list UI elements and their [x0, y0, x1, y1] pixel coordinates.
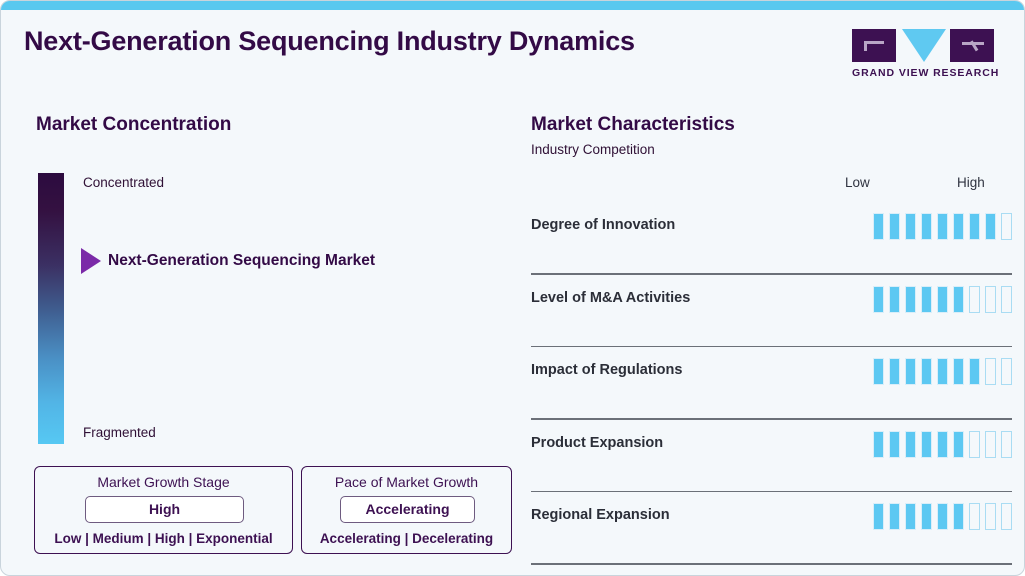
- scale-label-low: Low: [845, 175, 870, 190]
- scale-label-fragmented: Fragmented: [83, 425, 156, 440]
- rating-tick-filled: [953, 430, 964, 458]
- rating-tick-filled: [937, 213, 948, 240]
- rating-tick-filled: [889, 358, 900, 385]
- market-growth-stage-card: Market Growth Stage High Low | Medium | …: [34, 466, 293, 554]
- rating-tick-filled: [921, 285, 932, 313]
- top-accent-bar: [1, 1, 1024, 10]
- rating-tick-filled: [905, 285, 916, 313]
- rating-tick-filled: [889, 503, 900, 530]
- header: Next-Generation Sequencing Industry Dyna…: [1, 10, 1024, 94]
- rating-tick-filled: [969, 358, 980, 385]
- rating-tick-filled: [985, 213, 996, 240]
- rating-tick-empty: [1001, 430, 1012, 458]
- characteristic-label: Degree of Innovation: [531, 217, 676, 233]
- characteristic-label: Regional Expansion: [531, 507, 670, 523]
- market-growth-stage-options: Low | Medium | High | Exponential: [54, 531, 273, 546]
- pace-of-market-growth-heading: Pace of Market Growth: [334, 474, 479, 490]
- rating-tick-filled: [889, 213, 900, 240]
- rating-tick-filled: [953, 503, 964, 530]
- pace-of-market-growth-card: Pace of Market Growth Accelerating Accel…: [301, 466, 512, 554]
- brand-logo: GRAND VIEW RESEARCH: [852, 29, 1000, 85]
- concentration-gradient-scale: [38, 173, 64, 444]
- rating-tick-filled: [937, 358, 948, 385]
- market-characteristics-panel: Market Characteristics Industry Competit…: [513, 94, 1024, 575]
- market-growth-stage-heading: Market Growth Stage: [97, 474, 230, 490]
- rating-tick-filled: [873, 503, 884, 530]
- characteristic-row: Impact of Regulations: [531, 347, 1012, 420]
- rating-tick-filled: [905, 213, 916, 240]
- scale-label-concentrated: Concentrated: [83, 175, 165, 190]
- rating-tick-filled: [953, 213, 964, 240]
- rating-tick-empty: [985, 285, 996, 313]
- row-divider: [531, 563, 1012, 565]
- page-title: Next-Generation Sequencing Industry Dyna…: [24, 26, 635, 56]
- rating-tick-filled: [905, 358, 916, 385]
- logo-r-square-icon: [950, 29, 994, 62]
- characteristic-row: Product Expansion: [531, 420, 1012, 492]
- rating-tick-filled: [937, 285, 948, 313]
- rating-tick-filled: [873, 430, 884, 458]
- logo-g-stem-icon: [864, 41, 867, 51]
- characteristic-rating-bars: [873, 503, 1012, 530]
- rating-tick-filled: [889, 430, 900, 458]
- characteristic-row: Degree of Innovation: [531, 202, 1012, 275]
- logo-marks: [852, 29, 997, 63]
- rating-tick-filled: [921, 213, 932, 240]
- rating-tick-empty: [985, 358, 996, 385]
- logo-v-triangle-icon: [902, 29, 946, 62]
- characteristic-rating-bars: [873, 213, 1012, 240]
- rating-tick-filled: [889, 285, 900, 313]
- rating-tick-empty: [1001, 285, 1012, 313]
- logo-g-bar-icon: [864, 41, 884, 44]
- logo-brand-text: GRAND VIEW RESEARCH: [852, 67, 1000, 79]
- rating-tick-filled: [921, 430, 932, 458]
- rating-tick-filled: [921, 503, 932, 530]
- characteristic-rating-bars: [873, 358, 1012, 385]
- rating-tick-empty: [1001, 213, 1012, 240]
- characteristic-rating-bars: [873, 285, 1012, 313]
- characteristic-row: Level of M&A Activities: [531, 275, 1012, 347]
- market-concentration-panel: Market Concentration Concentrated Fragme…: [1, 94, 513, 575]
- rating-tick-empty: [969, 285, 980, 313]
- rating-tick-filled: [905, 430, 916, 458]
- rating-tick-filled: [953, 285, 964, 313]
- rating-tick-filled: [905, 503, 916, 530]
- rating-tick-filled: [921, 358, 932, 385]
- scale-label-high: High: [957, 175, 985, 190]
- market-characteristics-subtitle: Industry Competition: [531, 142, 655, 157]
- row-divider: [531, 490, 1012, 492]
- market-position-label: Next-Generation Sequencing Market: [108, 252, 376, 269]
- rating-tick-empty: [1001, 503, 1012, 530]
- market-growth-stage-value: High: [85, 496, 244, 523]
- characteristic-label: Level of M&A Activities: [531, 289, 691, 306]
- characteristic-rating-bars: [873, 430, 1012, 458]
- characteristic-row: Regional Expansion: [531, 492, 1012, 565]
- rating-tick-empty: [985, 430, 996, 458]
- market-position-marker-icon: [81, 248, 101, 274]
- rating-tick-filled: [937, 430, 948, 458]
- characteristic-label: Product Expansion: [531, 434, 664, 451]
- characteristic-label: Impact of Regulations: [531, 362, 683, 378]
- rating-tick-empty: [969, 503, 980, 530]
- logo-g-square-icon: [852, 29, 896, 62]
- pace-of-market-growth-value: Accelerating: [340, 496, 475, 523]
- rating-tick-filled: [937, 503, 948, 530]
- rating-tick-filled: [873, 213, 884, 240]
- rating-tick-filled: [873, 358, 884, 385]
- rating-tick-empty: [969, 430, 980, 458]
- market-characteristics-title: Market Characteristics: [531, 114, 735, 135]
- rating-tick-empty: [1001, 358, 1012, 385]
- market-concentration-title: Market Concentration: [36, 114, 232, 135]
- row-divider: [531, 345, 1012, 347]
- row-divider: [531, 273, 1012, 275]
- rating-tick-empty: [985, 503, 996, 530]
- rating-tick-filled: [953, 358, 964, 385]
- pace-of-market-growth-options: Accelerating | Decelerating: [319, 531, 494, 546]
- rating-tick-filled: [969, 213, 980, 240]
- row-divider: [531, 418, 1012, 420]
- rating-tick-filled: [873, 285, 884, 313]
